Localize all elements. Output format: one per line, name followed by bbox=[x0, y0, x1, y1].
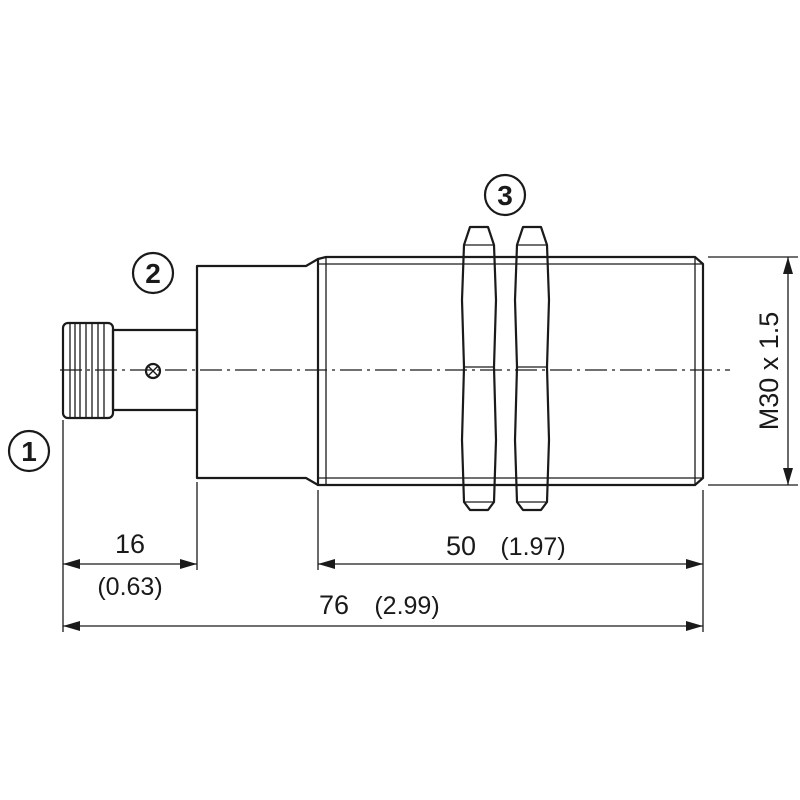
callout-1: 1 bbox=[7, 429, 51, 473]
svg-text:1: 1 bbox=[21, 436, 37, 467]
dim-16-mm: 16 bbox=[115, 529, 145, 559]
dimension-76: 76 (2.99) bbox=[63, 590, 703, 631]
dim-76-mm: 76 bbox=[319, 590, 349, 620]
dimension-50: 50 (1.97) bbox=[318, 531, 703, 569]
thread-spec-label: M30 x 1.5 bbox=[754, 312, 784, 431]
mounting-nut-2 bbox=[513, 225, 551, 512]
svg-text:3: 3 bbox=[497, 180, 513, 211]
callout-2: 2 bbox=[131, 251, 175, 295]
svg-text:2: 2 bbox=[145, 258, 161, 289]
mounting-nut-1 bbox=[460, 225, 498, 512]
dim-16-in: (0.63) bbox=[97, 573, 162, 601]
dim-76-in: (2.99) bbox=[374, 592, 439, 620]
dim-50-mm: 50 bbox=[446, 531, 476, 561]
dim-50-in: (1.97) bbox=[500, 533, 565, 561]
led-indicator-icon bbox=[144, 362, 162, 380]
callout-3: 3 bbox=[483, 173, 527, 217]
rear-housing bbox=[195, 257, 320, 487]
dimension-thread: M30 x 1.5 bbox=[754, 257, 793, 485]
extension-lines bbox=[62, 256, 798, 632]
threaded-body bbox=[316, 255, 705, 487]
dimension-16: 16 (0.63) bbox=[63, 529, 197, 601]
